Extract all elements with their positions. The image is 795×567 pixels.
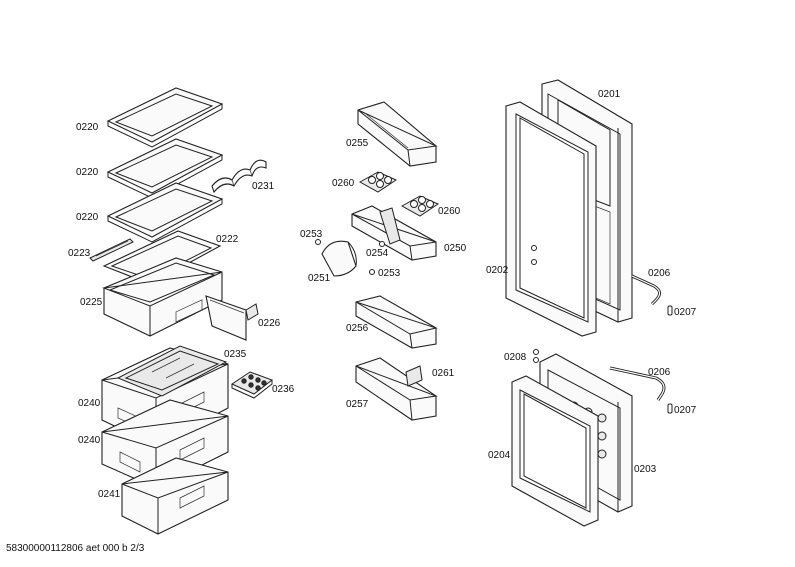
drawer-front-panel [205,295,259,341]
label-0235: 0235 [224,349,247,360]
label-0204: 0204 [488,450,511,461]
label-0261: 0261 [432,368,455,379]
door-handle-upper [631,274,661,306]
upper-door-gasket [505,101,597,337]
label-0255: 0255 [346,138,369,149]
label-0257: 0257 [346,399,369,410]
label-0256: 0256 [346,323,369,334]
door-handle-lower [609,366,666,401]
ice-cube-tray [230,371,274,399]
label-0206-upper: 0206 [648,268,671,279]
freezer-drawer-bottom [121,457,229,535]
label-0250: 0250 [444,243,467,254]
label-0251: 0251 [308,273,331,284]
small-fixings [315,239,385,275]
label-0207-lower: 0207 [674,405,697,416]
label-0260-upper: 0260 [332,178,355,189]
label-0220-shelf-middle: 0220 [76,167,99,178]
label-0225: 0225 [80,297,103,308]
label-0253-lower: 0253 [378,268,401,279]
label-0260-lower: 0260 [438,206,461,217]
label-0223: 0223 [68,248,91,259]
document-reference: 58300000112806 aet 000 b 2/3 [6,543,145,554]
glass-shelf-top [106,87,224,148]
label-0254: 0254 [366,248,389,259]
egg-holder-upper [358,171,398,193]
label-0222: 0222 [216,234,239,245]
glass-shelf-lower [106,182,224,243]
crisper-box [102,257,223,337]
label-0206-lower: 0206 [648,367,671,378]
front-trim-strip [89,238,134,262]
label-0207-upper: 0207 [674,307,697,318]
label-0202: 0202 [486,265,509,276]
label-0240-drawer-top: 0240 [78,398,101,409]
label-0231: 0231 [252,181,275,192]
end-cap-upper [667,305,673,316]
label-0236: 0236 [272,384,295,395]
lower-door-gasket [511,375,599,527]
label-0203: 0203 [634,464,657,475]
door-hinges-upper [531,245,537,265]
label-0240-drawer-middle: 0240 [78,435,101,446]
egg-tray-strip [211,159,267,194]
label-0241: 0241 [98,489,121,500]
door-shelf-top [357,101,438,167]
label-0208: 0208 [504,352,527,363]
label-0220-shelf-top: 0220 [76,122,99,133]
label-0201: 0201 [598,89,621,100]
label-0226: 0226 [258,318,281,329]
egg-holder-lower [400,195,440,217]
freezer-drawer-tray [116,345,228,397]
hinged-flap [321,240,357,277]
door-shelf-bottle-upper [355,295,438,349]
door-shelf-bottle-lower [355,357,438,421]
end-cap-lower [667,403,673,414]
label-0220-shelf-lower: 0220 [76,212,99,223]
door-shelf-with-divider [351,205,437,261]
hinge-bushings-lower [533,349,539,363]
label-0253-upper: 0253 [300,229,323,240]
